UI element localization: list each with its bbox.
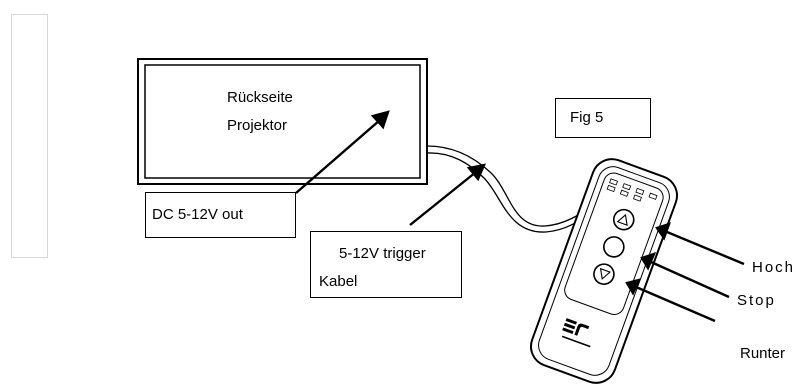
trigger-label-line2: Kabel xyxy=(319,273,358,290)
figure-label-box: Fig 5 xyxy=(555,98,651,138)
trigger-arrow xyxy=(409,171,477,226)
dc-out-callout: DC 5-12V out xyxy=(145,192,296,238)
projector-label-line1: Rückseite xyxy=(227,89,293,106)
remote-control xyxy=(530,158,678,384)
dc-out-label: DC 5-12V out xyxy=(152,206,243,223)
projector-arrow xyxy=(295,119,381,194)
hoch-label: Hoch xyxy=(752,259,796,276)
left-margin-strip xyxy=(11,14,48,258)
runter-arrow xyxy=(635,285,716,323)
hoch-arrow xyxy=(666,230,745,266)
trigger-label-line1: 5-12V trigger xyxy=(339,245,426,262)
trigger-cable-inner xyxy=(426,152,599,233)
stop-arrow xyxy=(650,260,730,299)
stop-label: Stop xyxy=(737,292,776,309)
trigger-callout: 5-12V trigger Kabel xyxy=(310,231,462,298)
figure-label: Fig 5 xyxy=(570,109,604,126)
trigger-cable-outer xyxy=(426,145,599,227)
remote-stop-button xyxy=(603,236,625,258)
remote-up-button xyxy=(612,208,635,231)
projector-box-inner xyxy=(144,64,421,179)
runter-label: Runter xyxy=(740,345,786,362)
remote-logo xyxy=(561,318,591,348)
projector-label-line2: Projektor xyxy=(227,117,288,134)
remote-down-button xyxy=(593,263,615,285)
